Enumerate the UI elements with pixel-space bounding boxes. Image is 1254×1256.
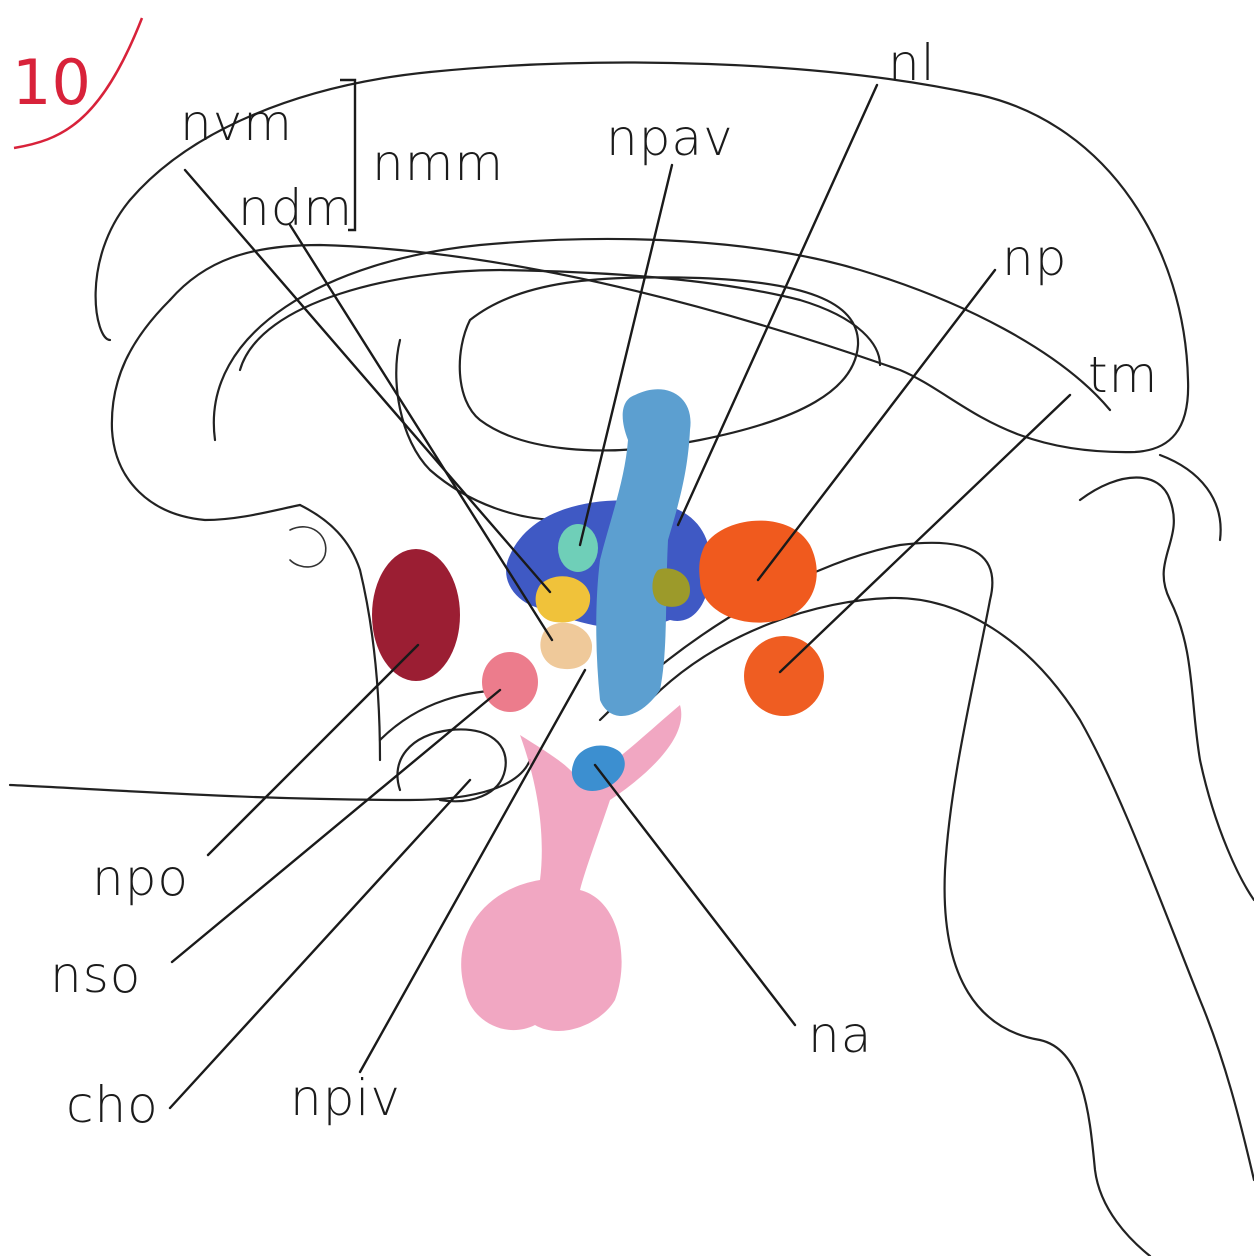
label-npo: npo	[92, 849, 189, 907]
corpus-callosum-outer	[168, 61, 1190, 454]
brainstem-ventral	[648, 596, 1254, 1182]
npav-leader	[578, 163, 674, 547]
interthalamic-line	[395, 338, 562, 522]
figure-number-text: 10	[12, 46, 91, 119]
label-tm: tm	[1088, 346, 1158, 404]
label-na: na	[808, 1006, 872, 1064]
brainstem-outline	[598, 541, 1152, 1256]
tm-nucleus	[744, 636, 824, 716]
fornix-arc	[212, 237, 1112, 442]
nl-leader	[676, 83, 879, 527]
label-nso: nso	[50, 946, 141, 1004]
nso-leader	[170, 688, 502, 964]
nso-nucleus	[482, 652, 538, 712]
np-leader	[756, 268, 997, 582]
figure-number: 10	[12, 17, 144, 150]
brain-outline	[8, 61, 1254, 1256]
label-nmm: nmm	[372, 134, 504, 192]
ndm-leader	[288, 223, 554, 642]
label-np: np	[1002, 229, 1067, 287]
nvm-ndm-yellow	[535, 576, 591, 623]
tm-leader	[778, 393, 1072, 674]
npiv-leader	[358, 668, 587, 1074]
anterior-commissure	[289, 526, 327, 568]
labels: nvm ndm nmm npav nl np tm npo nso cho np…	[50, 34, 1158, 1134]
lamina-terminalis	[298, 503, 382, 762]
label-nvm: nvm	[180, 94, 293, 152]
figure-number-stroke	[13, 17, 144, 150]
label-npav: npav	[606, 109, 734, 167]
leader-lines	[168, 83, 1072, 1110]
label-ndm: ndm	[238, 179, 353, 237]
na-leader	[593, 763, 797, 1027]
npiv-tan	[540, 622, 593, 670]
nmm-bracket	[340, 78, 357, 232]
label-npiv: npiv	[290, 1069, 401, 1127]
cho-leader	[168, 778, 472, 1110]
callosal-genu	[110, 298, 302, 522]
hypophysis	[461, 705, 682, 1031]
fornix-inner	[238, 268, 882, 372]
npo-nucleus	[372, 549, 460, 681]
nvm-leader	[183, 168, 552, 594]
thalamus-outline	[458, 276, 860, 452]
hemisphere-arc	[94, 70, 432, 342]
base-line	[8, 758, 532, 802]
chiasm-outline	[396, 728, 507, 803]
np-nucleus	[699, 520, 817, 623]
npo-leader	[206, 643, 420, 857]
label-cho: cho	[66, 1076, 159, 1134]
olive-nucleus	[652, 568, 690, 607]
nl-blue	[596, 389, 691, 717]
cerebellum-outline	[1078, 476, 1254, 902]
tectum-outline	[1158, 453, 1222, 542]
label-nl: nl	[888, 34, 936, 92]
npav-nucleus	[558, 524, 598, 572]
nuclei	[372, 389, 824, 1031]
nmm-bracket-line	[340, 78, 357, 232]
